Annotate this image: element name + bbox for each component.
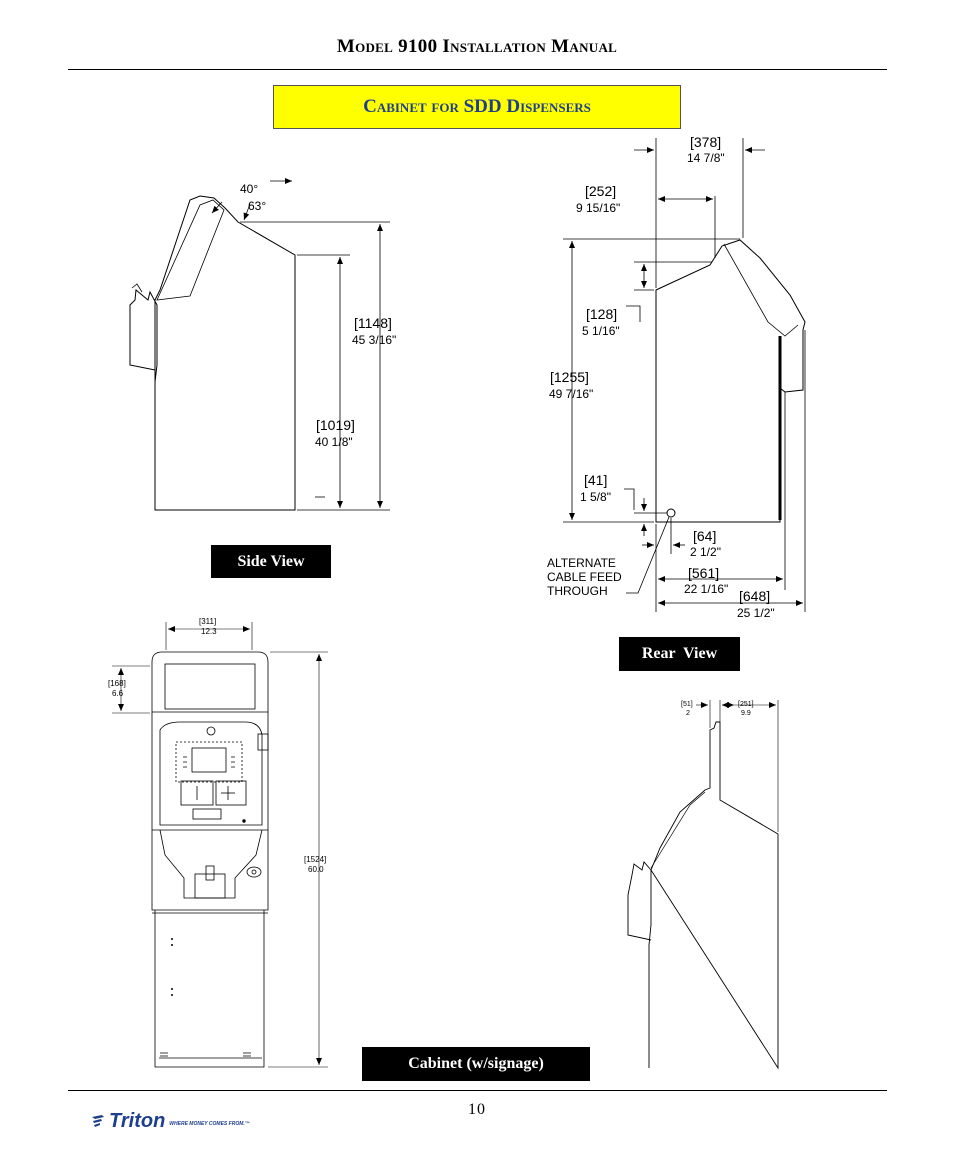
rear-view-label-text: Rear View [641, 645, 718, 662]
rear-hole-offset-mm: [64] [693, 528, 716, 544]
rear-depth-mm: [561] [688, 565, 719, 581]
signage-depth-mm: [51] [681, 701, 693, 708]
triton-logo: Triton WHERE MONEY COMES FROM.™ [90, 1105, 250, 1137]
side-angle-1: 40° [240, 182, 258, 196]
front-bezel [159, 721, 263, 826]
rear-offset-in: 9 15/16" [576, 201, 620, 215]
side-body-height-mm: [1019] [316, 417, 355, 433]
cabinet-signage-label: Cabinet (w/signage) [362, 1047, 590, 1081]
cabinet-signage-label-text: Cabinet (w/signage) [408, 1055, 544, 1072]
side-angle-2: 63° [248, 199, 266, 213]
side-view-label-text: Side View [237, 552, 305, 570]
rear-total-depth-in: 25 1/2" [737, 606, 775, 620]
rear-step-mm: [128] [586, 306, 617, 322]
signage-depth-in: 2 [686, 710, 690, 717]
section-title: Cabinet for SDD Dispensers [363, 96, 591, 117]
front-view-dimensions [112, 622, 328, 1068]
cable-feed-note-line-1: ALTERNATE [547, 556, 616, 570]
side-view-drawing [129, 195, 296, 511]
page-header-title: Model 9100 Installation Manual [336, 36, 618, 57]
rear-offset-mm: [252] [585, 183, 616, 199]
rear-top-width-in: 14 7/8" [687, 151, 725, 165]
front-width-in: 12.3 [201, 627, 217, 636]
header-rule [68, 69, 887, 70]
side-view-keypad-panel [156, 199, 225, 301]
signage-offset-mm: [251] [738, 701, 754, 708]
side-body-height-in: 40 1/8" [315, 435, 353, 449]
signage-offset-in: 9.9 [741, 710, 751, 717]
rear-height-in: 49 7/16" [549, 387, 593, 401]
rear-total-depth-mm: [648] [739, 588, 770, 604]
rear-hole-height-mm: [41] [584, 472, 607, 488]
front-keypad [180, 780, 214, 806]
cable-feed-hole [666, 508, 676, 518]
rear-depth-in: 22 1/16" [684, 582, 728, 596]
sign-height-mm: [168] [108, 679, 126, 688]
rear-height-mm: [1255] [550, 369, 589, 385]
signage-side-dimensions [696, 700, 779, 832]
rear-view-outline [655, 239, 806, 523]
side-view-outline [129, 195, 296, 511]
side-view-dimensions [211, 178, 390, 511]
front-height-in: 60.0 [308, 865, 324, 874]
sign-height-in: 6.6 [112, 689, 124, 698]
cable-feed-note-line-3: THROUGH [547, 584, 608, 598]
brand-tagline: WHERE MONEY COMES FROM.™ [169, 1121, 250, 1127]
rear-hole-offset-in: 2 1/2" [690, 545, 721, 559]
side-view-label: Side View [211, 545, 331, 578]
rear-step-in: 5 1/16" [582, 324, 620, 338]
signage-side-outline [627, 721, 779, 1070]
side-total-height-in: 45 3/16" [352, 333, 396, 347]
rear-hole-height-in: 1 5/8" [580, 490, 611, 504]
side-total-height-mm: [1148] [354, 315, 392, 331]
front-display [175, 741, 243, 783]
rear-view-dimensions [563, 138, 806, 612]
rear-view-label: Rear View [619, 637, 740, 671]
front-signage-box [151, 651, 269, 713]
front-view-drawing [151, 651, 269, 1068]
signage-side-drawing [627, 721, 779, 1070]
brand-name: Triton [109, 1109, 166, 1132]
front-height-mm: [1524] [304, 855, 326, 864]
section-title-banner: Cabinet for SDD Dispensers [273, 85, 681, 129]
cable-feed-note-line-2: CABLE FEED [547, 570, 622, 584]
rear-top-width-mm: [378] [690, 134, 721, 150]
rear-view-drawing [655, 239, 806, 523]
front-width-mm: [311] [199, 617, 216, 626]
page-number: 10 [468, 1101, 486, 1118]
front-dispenser-slot [194, 873, 226, 899]
footer-rule [68, 1090, 887, 1091]
triton-mark-icon [92, 1115, 104, 1127]
